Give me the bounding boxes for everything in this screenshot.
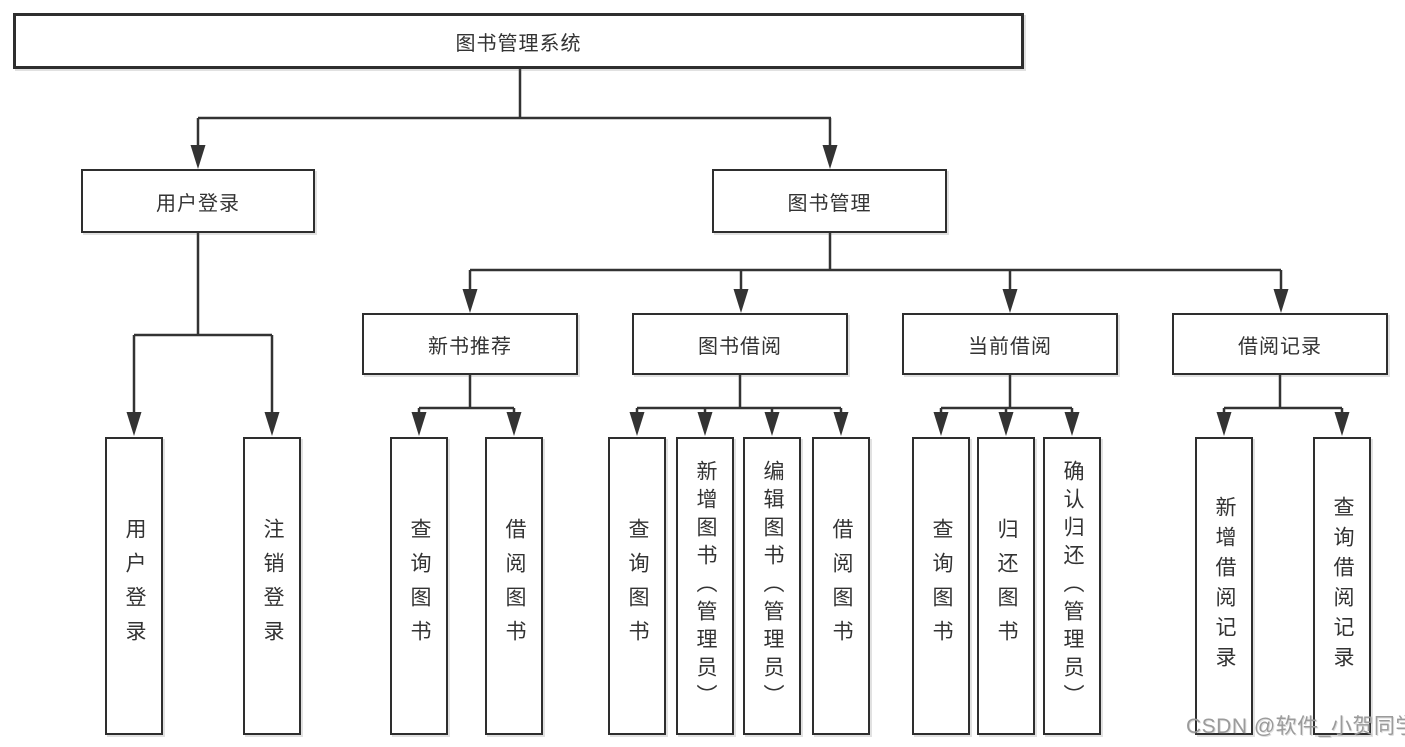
node-book-management: 图书管理 [712, 169, 947, 233]
node-new-book-recommend: 新书推荐 [362, 313, 578, 375]
node-logout: 注销登录 [243, 437, 301, 735]
node-confirm-return-admin: 确认归还（管理员） [1043, 437, 1101, 735]
node-edit-books-admin: 编辑图书（管理员） [743, 437, 801, 735]
connector-book-mgmt-to-level3 [462, 233, 1289, 313]
node-user-login: 用户登录 [81, 169, 315, 233]
node-add-borrow-record: 新增借阅记录 [1195, 437, 1253, 735]
connector-root-to-level2 [190, 68, 838, 169]
node-label: 查询图书 [626, 518, 649, 654]
node-borrow-query-books: 查询图书 [608, 437, 666, 735]
node-borrow-records: 借阅记录 [1172, 313, 1388, 375]
connector-recommend-children [411, 375, 522, 436]
node-label: 当前借阅 [968, 335, 1052, 358]
node-label: 新增图书（管理员） [694, 460, 717, 712]
node-label: 新增借阅记录 [1213, 496, 1236, 676]
node-label: 借阅记录 [1238, 335, 1322, 358]
node-label: 图书管理 [787, 192, 872, 215]
node-label: 图书借阅 [698, 335, 782, 358]
node-recommend-query-books: 查询图书 [390, 437, 448, 735]
node-label: 查询图书 [930, 518, 953, 654]
node-label: 新书推荐 [428, 335, 512, 358]
node-return-books: 归还图书 [977, 437, 1035, 735]
connector-user-login-children [126, 233, 280, 436]
node-label: 确认归还（管理员） [1061, 460, 1084, 712]
node-label: 用户登录 [156, 192, 240, 215]
node-label: 图书管理系统 [455, 32, 582, 55]
watermark: CSDN @软件_小贺同学 [1186, 715, 1405, 738]
node-add-books-admin: 新增图书（管理员） [676, 437, 734, 735]
node-label: 归还图书 [995, 518, 1018, 654]
connector-current-borrow-children [933, 375, 1080, 436]
node-current-borrow: 当前借阅 [902, 313, 1118, 375]
connector-borrow-children [629, 375, 849, 436]
node-query-borrow-record: 查询借阅记录 [1313, 437, 1371, 735]
node-label: 借阅图书 [503, 518, 526, 654]
node-label: 借阅图书 [830, 518, 853, 654]
node-label: 注销登录 [261, 518, 284, 654]
connector-records-children [1216, 375, 1350, 436]
node-current-query-books: 查询图书 [912, 437, 970, 735]
node-label: 用户登录 [123, 518, 146, 654]
node-label: 查询借阅记录 [1331, 496, 1354, 676]
node-book-borrow: 图书借阅 [632, 313, 848, 375]
node-borrow-books: 借阅图书 [812, 437, 870, 735]
node-label: 编辑图书（管理员） [761, 460, 784, 712]
node-user-login-leaf: 用户登录 [105, 437, 163, 735]
node-library-management-system: 图书管理系统 [13, 13, 1024, 69]
node-recommend-borrow-books: 借阅图书 [485, 437, 543, 735]
node-label: 查询图书 [408, 518, 431, 654]
